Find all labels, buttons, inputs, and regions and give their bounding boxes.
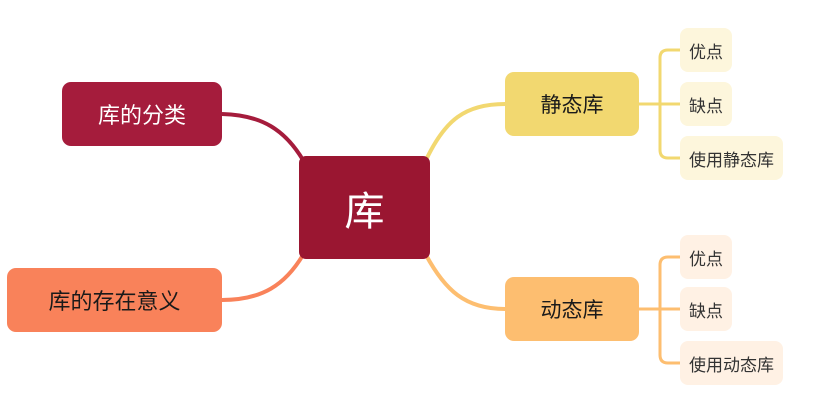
link-root-meaning [221,253,305,302]
leaf-static-pros[interactable]: 优点 [680,28,732,72]
leaf-dynamic-usage[interactable]: 使用动态库 [680,341,783,385]
link-root-category [221,112,305,162]
link-root-dynamic [424,254,506,311]
node-static-library[interactable]: 静态库 [505,72,639,136]
static-bracket [639,48,680,160]
leaf-dynamic-pros[interactable]: 优点 [680,235,732,279]
root-node[interactable]: 库 [299,156,430,259]
node-dynamic-library[interactable]: 动态库 [505,277,639,341]
leaf-static-usage[interactable]: 使用静态库 [680,136,783,180]
leaf-dynamic-cons[interactable]: 缺点 [680,287,732,331]
node-library-categories[interactable]: 库的分类 [62,82,222,146]
dynamic-bracket [639,255,680,365]
leaf-static-cons[interactable]: 缺点 [680,82,732,126]
link-root-static [424,102,506,161]
node-library-purpose[interactable]: 库的存在意义 [7,268,222,332]
